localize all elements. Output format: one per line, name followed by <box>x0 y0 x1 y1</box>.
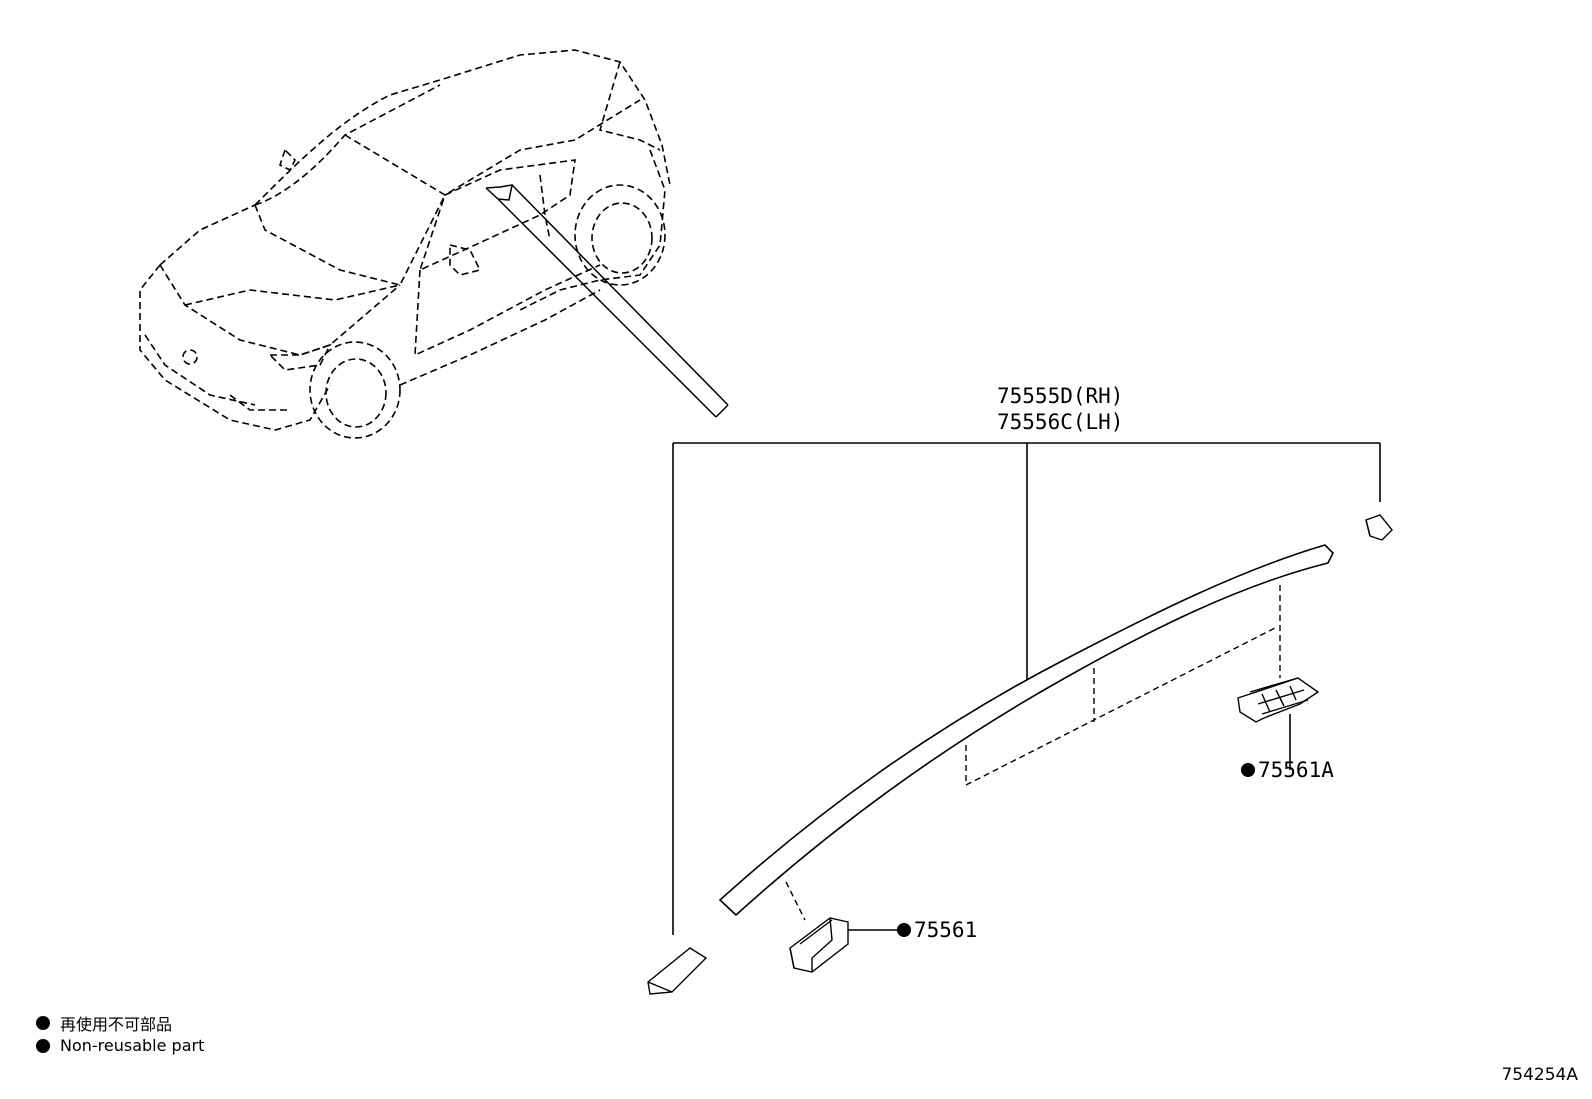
legend-text-en: Non-reusable part <box>60 1036 205 1055</box>
mounting-guides <box>785 585 1281 921</box>
roof-drip-moulding <box>718 544 1334 917</box>
clip-75561a-shape <box>1237 677 1320 723</box>
vehicle-outline <box>139 49 671 439</box>
part-number-moulding-rh: 75555D(RH) <box>997 384 1123 408</box>
legend-row-jp: 再使用不可部品 <box>36 1011 172 1035</box>
part-number-moulding-lh: 75556C(LH) <box>997 410 1123 434</box>
clip-75561-shape <box>789 917 849 973</box>
non-reusable-dot <box>36 1016 50 1030</box>
location-arrow <box>485 184 729 418</box>
end-cap-front <box>647 947 708 995</box>
figure-id: 754254A <box>1501 1065 1578 1085</box>
part-number-clip: 75561 <box>914 918 977 942</box>
non-reusable-dot <box>36 1038 50 1053</box>
legend-row-en: Non-reusable part <box>36 1036 204 1055</box>
part-number-clip-a: 75561A <box>1258 758 1334 782</box>
non-reusable-dot <box>1241 763 1255 777</box>
legend-text-jp: 再使用不可部品 <box>60 1015 173 1034</box>
moulding-leader <box>672 442 1381 935</box>
non-reusable-dot <box>897 923 911 937</box>
end-cap-rear <box>1365 514 1393 541</box>
